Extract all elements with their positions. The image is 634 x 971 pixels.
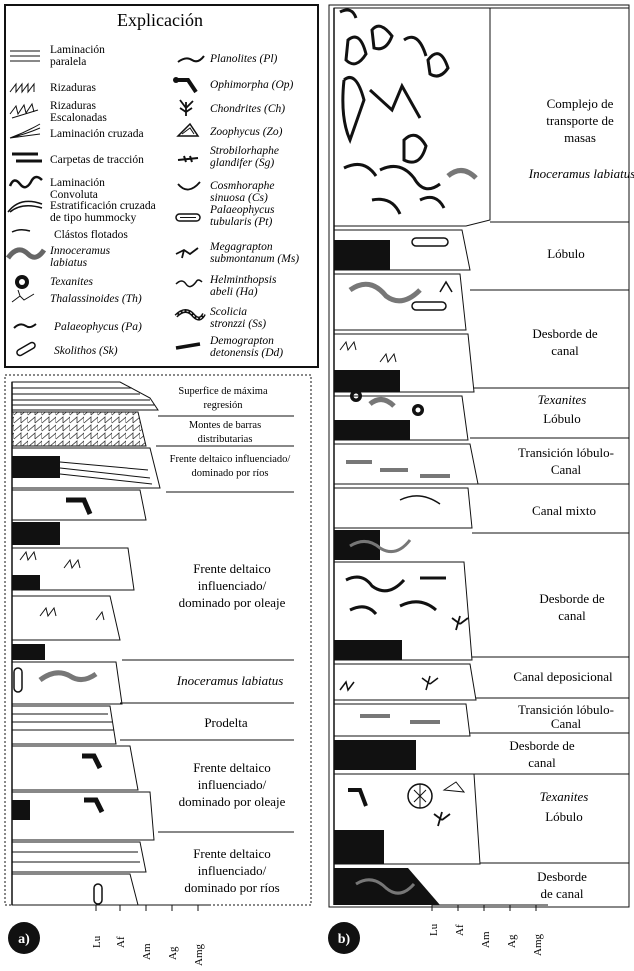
legend-item-label: Chondrites (Ch) xyxy=(210,103,285,115)
axis-tick-label: Ag xyxy=(167,946,179,960)
interval-label: Inoceramus labiatus xyxy=(528,166,634,181)
legend-item-label: Clástos flotados xyxy=(54,229,128,241)
parallel-lamination-icon xyxy=(10,50,40,62)
floating-clasts-icon xyxy=(11,228,31,233)
panel-b-frame xyxy=(328,4,630,908)
convolute-lamination-icon xyxy=(8,175,43,189)
palaeophycus-icon xyxy=(13,323,37,329)
panel-a-column xyxy=(11,381,161,906)
cosmoraphe-icon xyxy=(177,181,201,191)
axis-tick-label: Lu xyxy=(428,923,440,936)
skolithos-icon xyxy=(16,341,36,357)
interval-label: Texanites xyxy=(538,392,587,407)
thalassinoides-icon xyxy=(11,289,35,303)
legend-item-label: Laminación cruzada xyxy=(50,128,144,140)
legend-title: Explicación xyxy=(117,10,203,30)
interval-label: Inoceramus labiatus xyxy=(176,673,284,688)
legend-item-label: Planolites (Pl) xyxy=(209,53,278,65)
panel-b-column xyxy=(333,7,491,905)
ripples-icon xyxy=(9,82,35,94)
legend-item-label: Rizaduras xyxy=(50,82,97,94)
interval-label: Transición lóbulo-Canal xyxy=(518,702,614,731)
panel-a-badge xyxy=(8,922,40,954)
legend-item-label: Thalassinoides (Th) xyxy=(50,293,142,305)
legend-item-label: Zoophycus (Zo) xyxy=(210,126,283,138)
legend-item-label: Palaeophycus (Pa) xyxy=(53,321,142,333)
interval-label: Lóbulo xyxy=(543,411,581,426)
legend-item-label: Texanites xyxy=(50,276,94,288)
traction-carpets-icon xyxy=(12,152,42,163)
legend-item-label: Carpetas de tracción xyxy=(50,154,144,166)
interval-label: Canal mixto xyxy=(532,503,596,518)
interval-label: Canal deposicional xyxy=(513,669,613,684)
scolicia-icon xyxy=(174,309,206,321)
interval-label: Transición lóbulo-Canal xyxy=(518,445,614,477)
axis-tick-label: Am xyxy=(480,931,492,948)
interval-label: Lóbulo xyxy=(547,246,585,261)
climbing-ripples-icon xyxy=(9,102,39,119)
strobilorhaphe-icon xyxy=(177,155,199,163)
planolites-icon xyxy=(177,55,205,63)
legend-item-label: Skolithos (Sk) xyxy=(54,345,118,357)
palaeophycus-tubularis-icon xyxy=(175,213,201,222)
ophiomorpha-icon xyxy=(173,77,198,94)
megagrapton-icon xyxy=(175,247,199,259)
axis-tick-label: Ag xyxy=(506,934,518,948)
legend-frame xyxy=(4,4,319,368)
texanites-icon xyxy=(15,275,29,289)
axis-tick-label: Af xyxy=(454,924,466,936)
panel-b-badge xyxy=(328,922,360,954)
axis-tick-label: Amg xyxy=(532,934,544,957)
inoceramus-icon xyxy=(5,247,47,260)
axis-tick-label: Af xyxy=(115,936,127,948)
interval-label: Prodelta xyxy=(204,715,248,730)
chondrites-icon xyxy=(179,99,194,116)
helminthopsis-icon xyxy=(175,279,203,288)
legend-item-label: Ophimorpha (Op) xyxy=(210,79,294,91)
interval-label: Frente deltaico influenciado/dominado po… xyxy=(170,454,291,479)
zoophycus-icon xyxy=(176,122,200,137)
hummocky-icon xyxy=(7,200,43,213)
demograpton-icon xyxy=(175,342,201,350)
cross-lamination-icon xyxy=(9,123,41,139)
axis-tick-label: Lu xyxy=(91,935,103,948)
panel-a-label: a) xyxy=(18,932,30,947)
axis-tick-label: Am xyxy=(141,943,153,960)
axis-tick-label: Amg xyxy=(193,944,205,967)
panel-b-label: b) xyxy=(338,932,351,947)
interval-label: Texanites xyxy=(540,789,589,804)
interval-label: Lóbulo xyxy=(545,809,583,824)
